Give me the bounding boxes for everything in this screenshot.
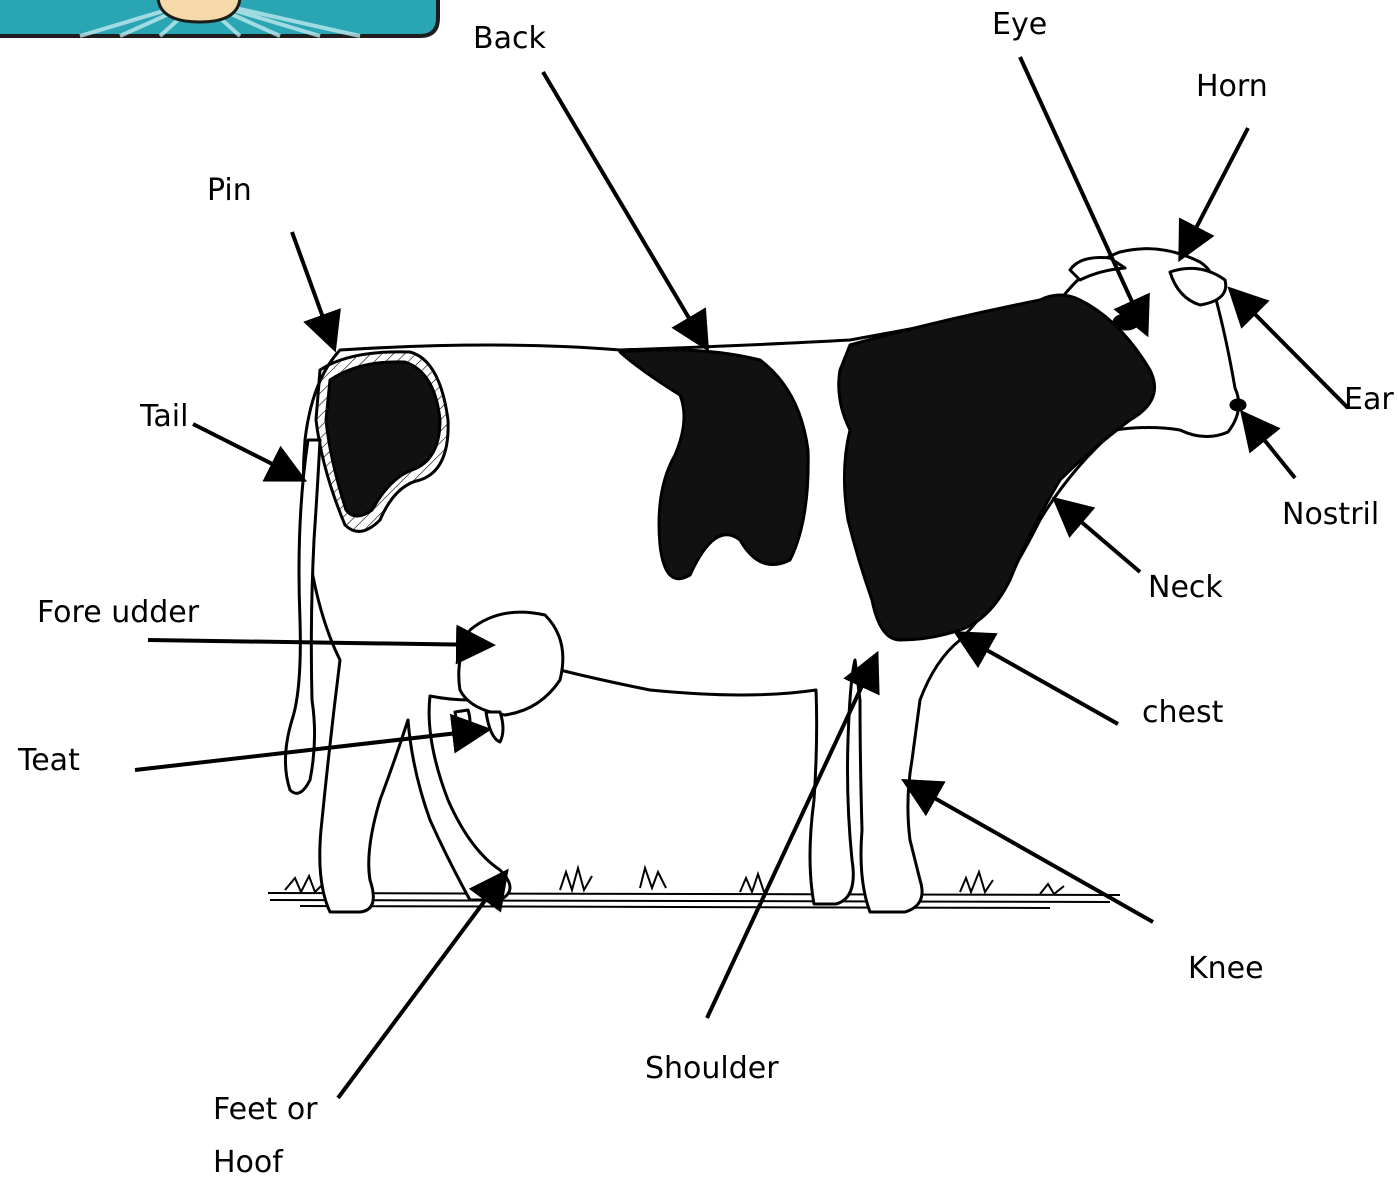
back-pointer xyxy=(543,72,705,345)
chest-pointer xyxy=(960,635,1118,724)
label-shoulder: Shoulder xyxy=(645,1054,779,1084)
label-back: Back xyxy=(473,24,546,54)
label-teat: Teat xyxy=(18,746,80,776)
ground-grass xyxy=(268,868,1120,908)
label-eye: Eye xyxy=(992,10,1047,40)
nostril-pointer xyxy=(1245,416,1295,478)
label-feet-line2: Hoof xyxy=(213,1148,283,1178)
pin-pointer xyxy=(292,232,333,345)
cow-body xyxy=(285,249,1245,912)
neck-pointer xyxy=(1058,502,1140,572)
label-ear: Ear xyxy=(1344,385,1394,415)
label-nostril: Nostril xyxy=(1282,500,1379,530)
label-pin: Pin xyxy=(207,176,252,206)
label-knee: Knee xyxy=(1188,954,1264,984)
ear-pointer xyxy=(1233,292,1348,408)
label-neck: Neck xyxy=(1148,573,1223,603)
tail-pointer xyxy=(193,424,300,478)
label-chest: chest xyxy=(1142,698,1223,728)
horn-pointer xyxy=(1182,128,1248,255)
label-tail: Tail xyxy=(140,402,188,432)
label-horn: Horn xyxy=(1196,72,1268,102)
corner-banner xyxy=(0,0,438,36)
label-fore-udder: Fore udder xyxy=(37,598,199,628)
label-feet-line1: Feet or xyxy=(213,1095,318,1125)
